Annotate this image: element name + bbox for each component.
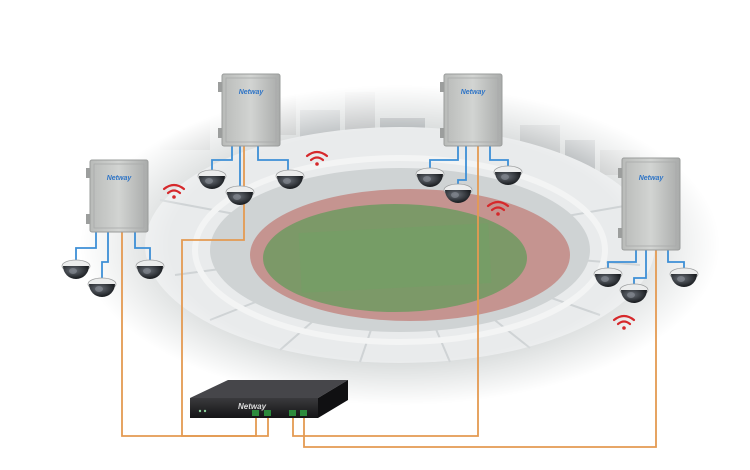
fiber-cables (121, 146, 657, 448)
switch-brand-label: Netway (238, 402, 267, 411)
network-switch-icon: Netway (190, 380, 348, 418)
enclosure-brand-label: Netway (461, 89, 487, 96)
stadium-photo (60, 70, 720, 410)
outdoor-enclosure-icon: Netway (440, 73, 503, 147)
outdoor-enclosure-icon: Netway (86, 159, 149, 233)
enclosure-brand-label: Netway (107, 175, 133, 182)
enclosure-brand-label: Netway (639, 175, 665, 182)
outdoor-enclosure-icon: Netway (618, 157, 681, 251)
outdoor-enclosure-icon: Netway (218, 73, 281, 147)
data-cables (75, 146, 685, 286)
enclosure-brand-label: Netway (239, 89, 265, 96)
